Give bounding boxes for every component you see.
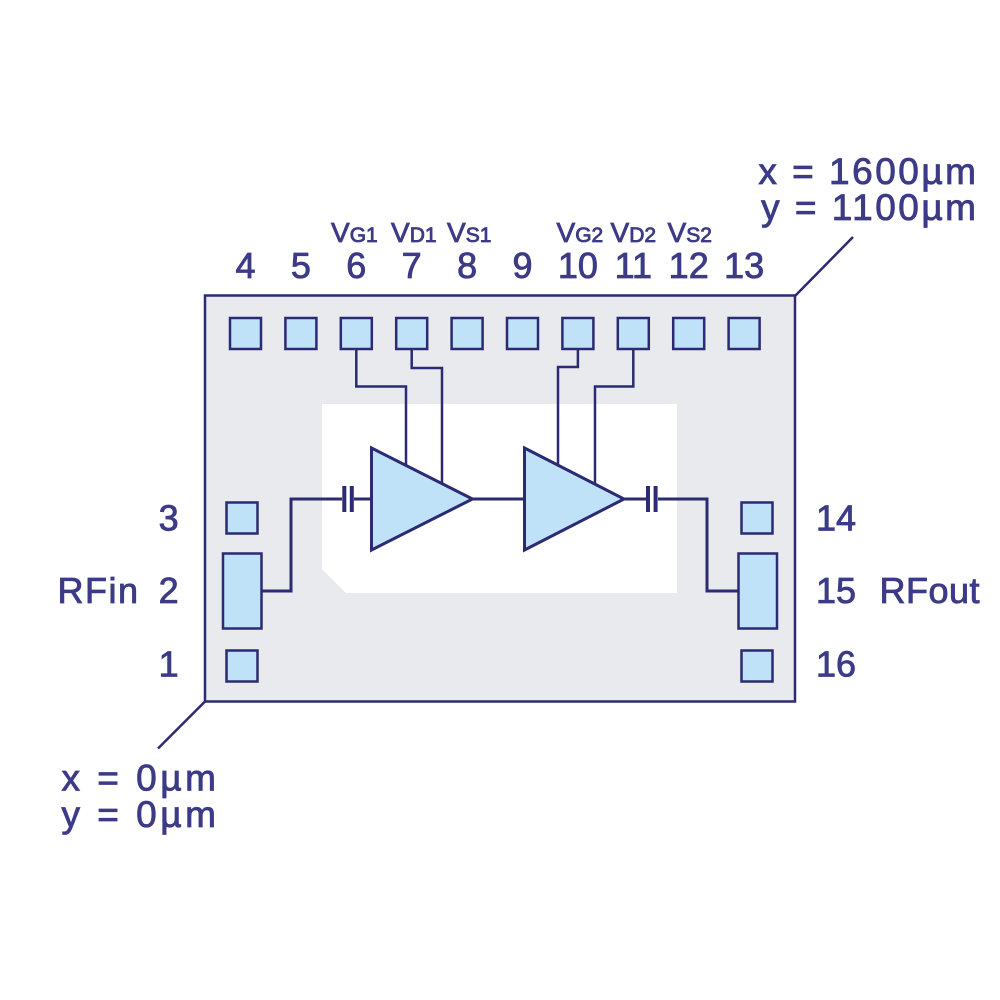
svg-text:4: 4 [235,245,255,286]
svg-text:VD2: VD2 [611,217,657,248]
svg-text:VD1: VD1 [391,217,437,248]
svg-text:10: 10 [558,245,598,286]
svg-text:15: 15 [816,570,856,611]
svg-text:x = 1600µm: x = 1600µm [758,151,978,192]
svg-text:1: 1 [159,644,179,685]
svg-text:13: 13 [724,245,764,286]
svg-text:11: 11 [615,245,652,286]
svg-text:VS2: VS2 [668,217,712,248]
svg-text:2: 2 [159,570,179,611]
svg-text:y = 0µm: y = 0µm [62,794,220,835]
svg-text:RFin: RFin [57,570,139,611]
svg-text:16: 16 [816,644,856,685]
svg-text:RFout: RFout [880,570,981,611]
svg-text:7: 7 [402,245,422,286]
svg-text:x = 0µm: x = 0µm [62,758,220,799]
svg-text:5: 5 [291,245,311,286]
svg-text:VG1: VG1 [331,217,378,248]
svg-text:6: 6 [346,245,366,286]
svg-text:VS1: VS1 [447,217,491,248]
svg-text:12: 12 [669,245,709,286]
svg-text:y = 1100µm: y = 1100µm [761,187,978,228]
svg-text:8: 8 [457,245,477,286]
svg-text:14: 14 [816,498,856,539]
svg-text:3: 3 [159,498,179,539]
svg-text:VG2: VG2 [557,217,604,248]
svg-text:9: 9 [512,245,532,286]
